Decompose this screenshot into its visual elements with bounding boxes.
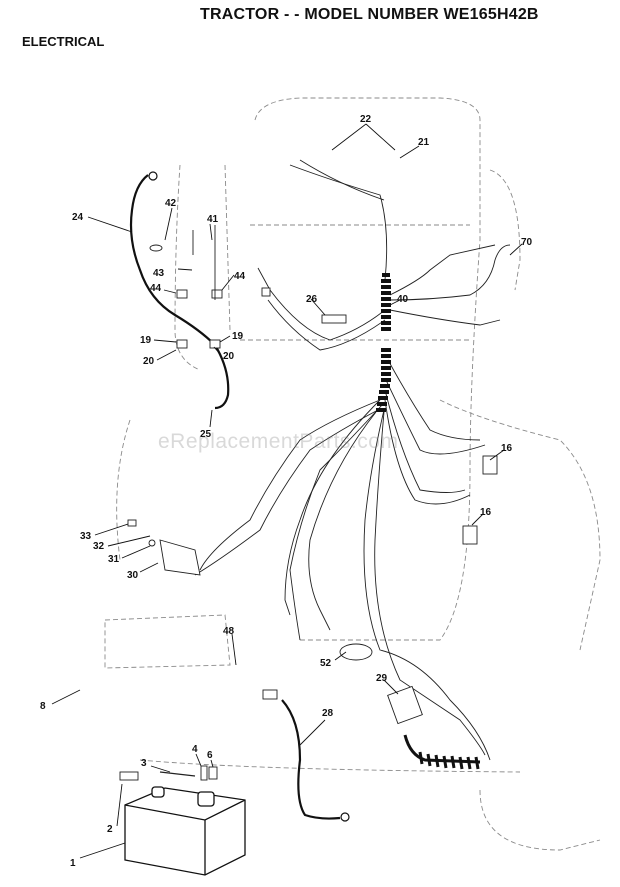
callout-41: 41 [207, 214, 219, 225]
callout-19-right: 19 [232, 331, 244, 342]
callout-44-right: 44 [234, 271, 246, 282]
washer-right [209, 339, 221, 349]
watermark-text: eReplacementParts.com [158, 430, 399, 453]
tractor-outline [104, 97, 601, 851]
harness-coil-upper [381, 273, 391, 331]
callout-21: 21 [418, 137, 430, 148]
callout-42: 42 [165, 198, 177, 209]
battery-cable [281, 699, 350, 822]
battery [124, 786, 246, 876]
ground-cable [129, 171, 230, 410]
callout-4: 4 [192, 744, 198, 755]
callout-16-lower: 16 [480, 507, 492, 518]
solenoid [159, 539, 201, 576]
callout-40: 40 [397, 294, 409, 305]
callout-48: 48 [223, 626, 235, 637]
callout-20-left: 20 [143, 356, 155, 367]
nut-right [211, 289, 223, 299]
callout-labels: 22 21 42 41 24 43 44 44 26 40 70 19 19 2… [40, 114, 533, 869]
washer-left [176, 339, 188, 349]
clip-52 [339, 643, 373, 661]
callout-52: 52 [320, 658, 332, 669]
callout-2: 2 [107, 824, 113, 835]
page-title: TRACTOR - - MODEL NUMBER WE165H42B [200, 6, 539, 23]
switch-16-upper [482, 455, 498, 475]
leader-lines [51, 123, 523, 859]
boot-4 [200, 765, 208, 781]
callout-33: 33 [80, 531, 92, 542]
callout-6: 6 [207, 750, 213, 761]
ignition-switch [387, 685, 423, 725]
callout-24: 24 [72, 212, 84, 223]
callout-43: 43 [153, 268, 165, 279]
callout-1: 1 [70, 858, 76, 869]
callout-3: 3 [141, 758, 147, 769]
callout-26: 26 [306, 294, 318, 305]
cover-6 [208, 766, 218, 780]
callout-70: 70 [521, 237, 533, 248]
washer-42 [149, 244, 163, 252]
nut-left [176, 289, 188, 299]
callout-20-right: 20 [223, 351, 235, 362]
wiring-harness [194, 159, 511, 761]
cable-end [262, 689, 278, 700]
callout-31: 31 [108, 554, 120, 565]
bolt-3 [119, 771, 139, 781]
section-heading: ELECTRICAL [22, 34, 105, 49]
callout-32: 32 [93, 541, 105, 552]
callout-44-left: 44 [150, 283, 162, 294]
fuse-holder [321, 314, 347, 324]
callout-8: 8 [40, 701, 46, 712]
switch-16-lower [462, 525, 478, 545]
callout-19-left: 19 [140, 335, 152, 346]
hardware [119, 225, 498, 781]
callout-28: 28 [322, 708, 334, 719]
callout-16-upper: 16 [501, 443, 513, 454]
harness-coil-bottom [403, 734, 481, 770]
callout-29: 29 [376, 673, 388, 684]
callout-30: 30 [127, 570, 139, 581]
callout-22: 22 [360, 114, 372, 125]
callout-25: 25 [200, 429, 212, 440]
harness-coil-lower [376, 348, 391, 412]
